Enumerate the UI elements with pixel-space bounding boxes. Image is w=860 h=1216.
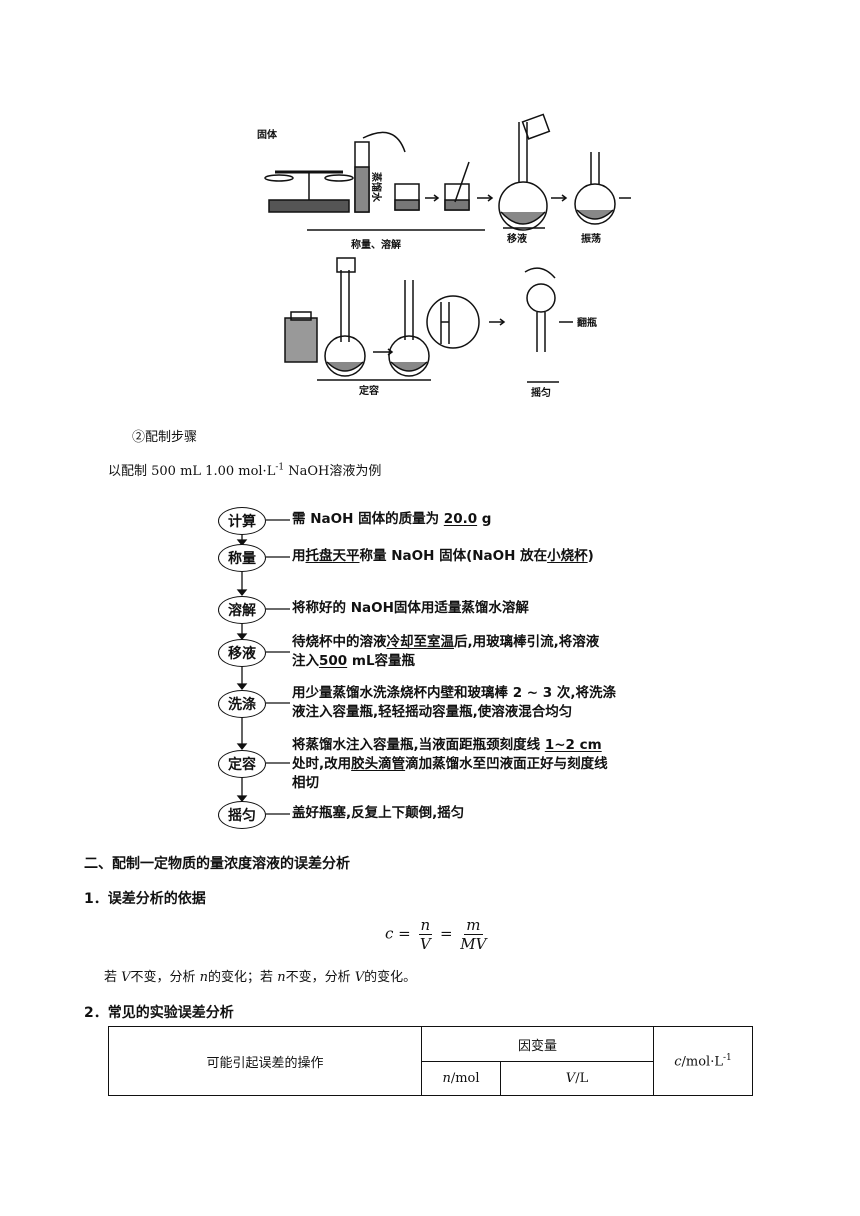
n-header: n/mol [421,1061,501,1096]
flow-connectors [236,519,290,815]
procedure-flowchart: 计算 需 NaOH 固体的质量为 20.0 g 称量 用托盘天平称量 NaOH … [218,502,688,832]
op-header: 可能引起误差的操作 [108,1026,422,1096]
error-analysis-table: 可能引起误差的操作 因变量 c/mol·L-1 n/mol V/L [108,1026,753,1096]
step-transfer-desc: 待烧杯中的溶液冷却至室温后,用玻璃棒引流,将溶液 注入500 mL容量瓶 [292,634,600,669]
step-dissolve-desc: 将称好的 NaOH固体用适量蒸馏水溶解 [292,600,529,616]
step-dissolve: 溶解 [218,596,266,624]
step-transfer: 移液 [218,639,266,667]
fig-label-weigh-dissolve: 称量、溶解 [351,238,401,251]
step-wash-desc: 用少量蒸馏水洗涤烧杯内壁和玻璃棒 2 ~ 3 次,将洗涤 液注入容量瓶,轻轻摇动… [292,685,617,720]
fig-label-shake: 振荡 [581,232,601,245]
step-fix-volume: 定容 [218,750,266,778]
v-header: V/L [500,1061,654,1096]
example-suffix: NaOH溶液为例 [284,464,382,479]
fig-label-invert: 翻瓶 [577,316,597,329]
fig-label-solid: 固体 [257,128,278,141]
step-weigh: 称量 [218,544,266,572]
step-subtitle: ②配制步骤 [132,430,198,445]
step-fix-volume-desc: 将蒸馏水注入容量瓶,当液面距瓶颈刻度线 1~2 cm 处时,改用胶头滴管滴加蒸馏… [292,737,608,791]
step-mix: 摇匀 [218,801,266,829]
step-calculate: 计算 [218,507,266,535]
fig-label-water: 蒸馏水 [370,172,383,203]
step-weigh-desc: 用托盘天平称量 NaOH 固体(NaOH 放在小烧杯) [292,548,594,564]
fig-label-mix: 摇匀 [531,386,551,399]
fig-label-transfer: 移液 [507,232,527,245]
step-calculate-desc: 需 NaOH 固体的质量为 20.0 g [292,511,492,527]
section2-heading: 二、配制一定物质的量浓度溶液的误差分析 [84,856,350,872]
fig-label-fix-volume: 定容 [359,384,379,397]
analysis-note: 若 V不变，分析 n的变化；若 n不变，分析 V的变化。 [104,970,417,985]
section2-sub2: 2．常见的实验误差分析 [84,1005,234,1021]
c-header: c/mol·L-1 [653,1026,753,1096]
step-mix-desc: 盖好瓶塞,反复上下颠倒,摇匀 [292,805,465,821]
apparatus-figure: 固体 称量、溶解 移液 振荡 定容 摇匀 翻瓶 蒸馏水 [257,113,631,399]
example-line: 以配制 500 mL 1.00 mol·L-1 NaOH溶液为例 [108,460,381,479]
example-prefix: 以配制 500 mL 1.00 mol·L [108,464,276,479]
step-wash: 洗涤 [218,690,266,718]
example-sup: -1 [275,462,285,473]
section2-sub1: 1．误差分析的依据 [84,891,206,907]
dependent-var-header: 因变量 [421,1026,654,1062]
